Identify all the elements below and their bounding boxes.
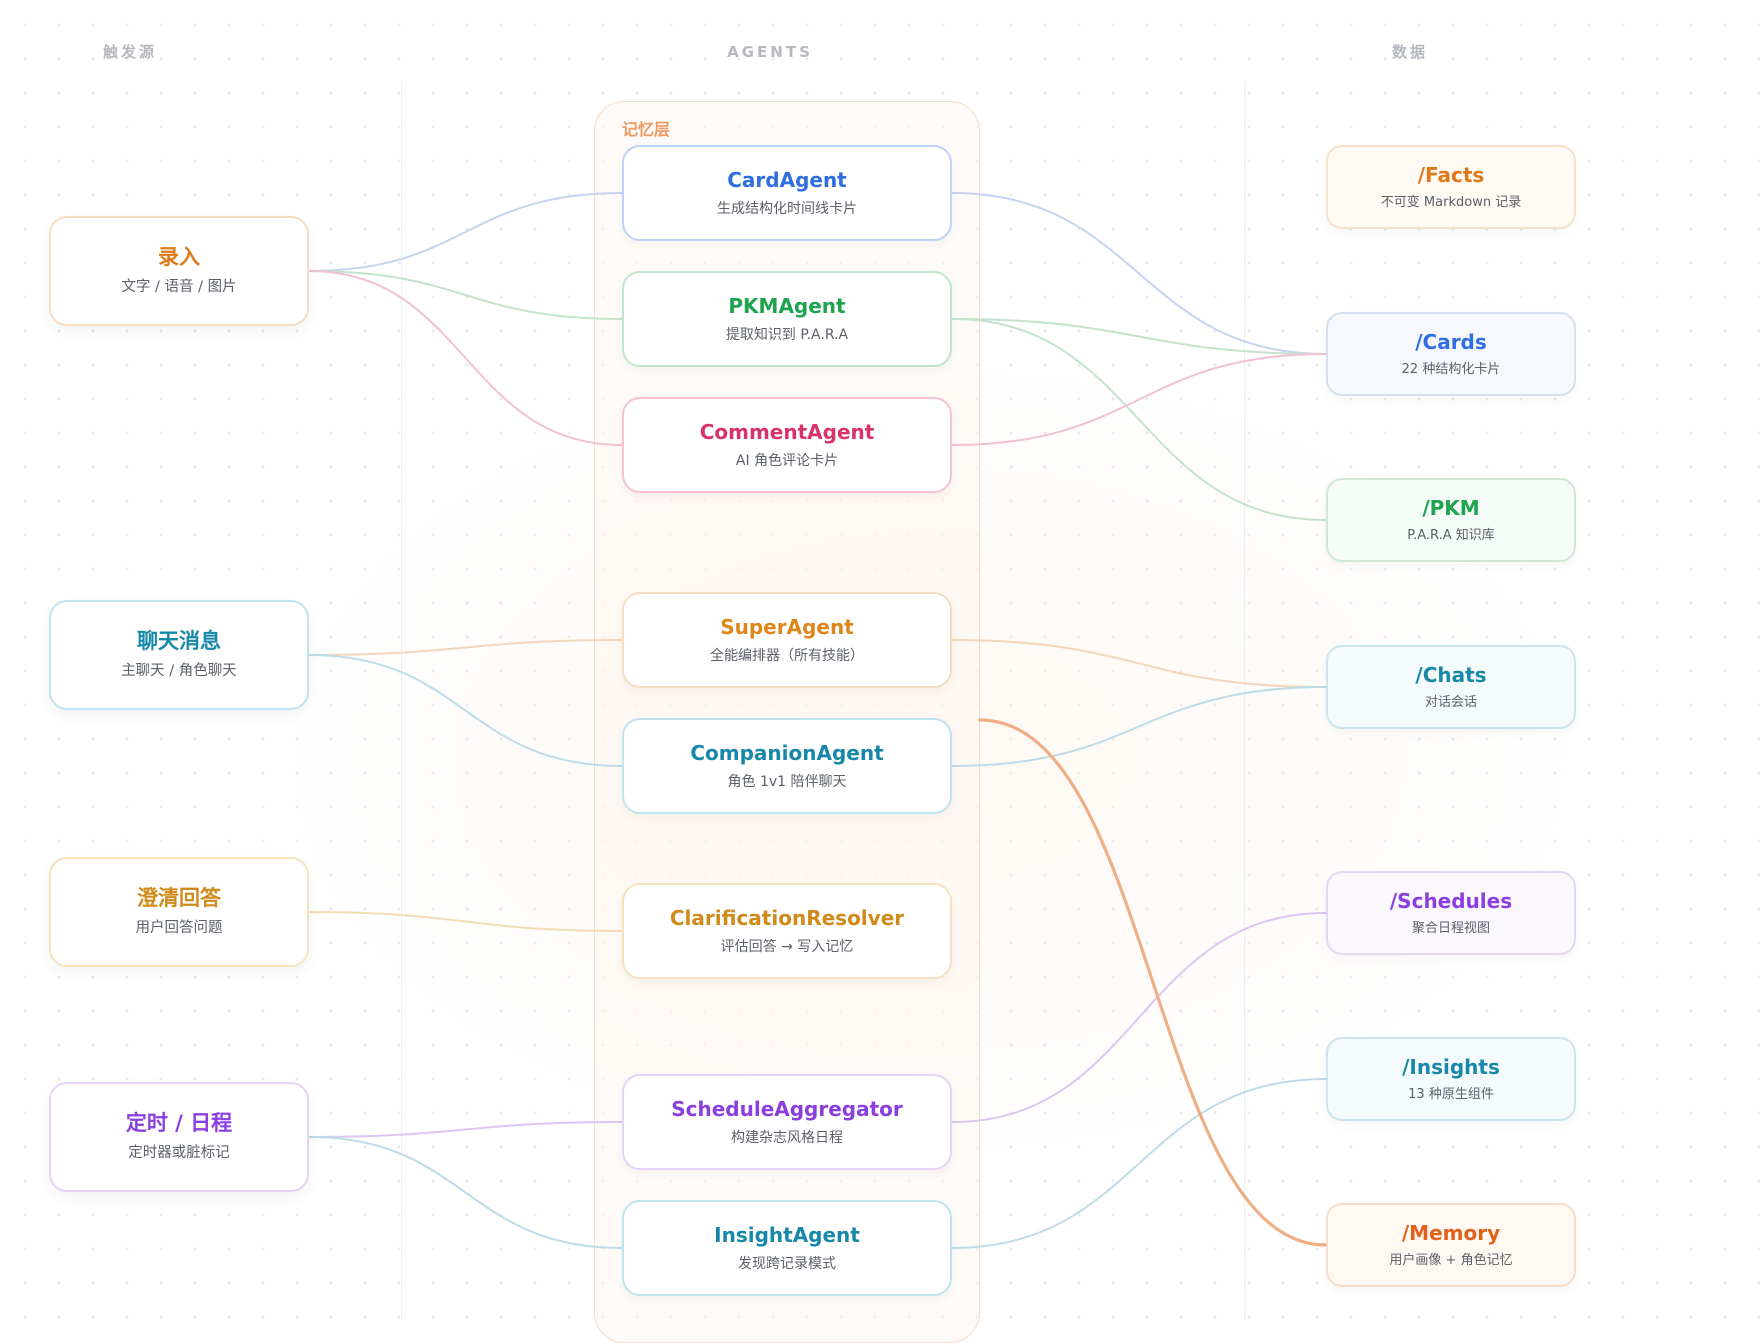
source-subtitle: 文字 / 语音 / 图片 xyxy=(121,279,237,296)
store-node-insights[interactable]: /Insights 13 种原生组件 xyxy=(1326,1037,1576,1121)
store-title: /Schedules xyxy=(1389,889,1513,914)
agent-subtitle: 发现跨记录模式 xyxy=(738,1256,836,1273)
link-insight-to-insights xyxy=(951,1078,1327,1249)
column-title-agents: AGENTS xyxy=(727,43,813,61)
agent-title: ScheduleAggregator xyxy=(671,1097,903,1122)
link-super-to-chats xyxy=(951,639,1327,688)
link-pkm-to-pkmstore xyxy=(951,318,1327,521)
source-title: 定时 / 日程 xyxy=(125,1111,233,1136)
store-node-facts[interactable]: /Facts 不可变 Markdown 记录 xyxy=(1326,145,1576,229)
agent-title: SuperAgent xyxy=(720,615,854,640)
link-companion-to-chats xyxy=(951,686,1327,767)
link-card-to-cards xyxy=(951,192,1327,355)
source-node-schedule[interactable]: 定时 / 日程定时器或脏标记 xyxy=(49,1082,309,1192)
agent-node-scheduler[interactable]: ScheduleAggregator 构建杂志风格日程 xyxy=(622,1074,952,1170)
store-node-chats[interactable]: /Chats 对话会话 xyxy=(1326,645,1576,729)
agent-node-super[interactable]: SuperAgent 全能编排器（所有技能） xyxy=(622,592,952,688)
store-title: /PKM xyxy=(1422,496,1480,521)
store-subtitle: P.A.R.A 知识库 xyxy=(1407,528,1495,544)
link-schedule-to-insight xyxy=(308,1136,623,1249)
agent-title: ClarificationResolver xyxy=(669,906,905,931)
agent-title: PKMAgent xyxy=(728,294,846,319)
store-subtitle: 13 种原生组件 xyxy=(1408,1087,1494,1103)
store-subtitle: 不可变 Markdown 记录 xyxy=(1380,195,1522,211)
store-title: /Cards xyxy=(1415,330,1487,355)
column-title-sources: 触发源 xyxy=(102,43,157,61)
agent-subtitle: AI 角色评论卡片 xyxy=(735,453,839,470)
link-chat-to-super xyxy=(308,639,623,656)
store-node-pkmstore[interactable]: /PKM P.A.R.A 知识库 xyxy=(1326,478,1576,562)
link-clarify-to-clarifier xyxy=(308,911,623,932)
link-memory_layer-to-memory xyxy=(978,718,1328,1247)
agent-subtitle: 角色 1v1 陪伴聊天 xyxy=(727,774,847,791)
store-title: /Chats xyxy=(1415,663,1487,688)
source-subtitle: 定时器或脏标记 xyxy=(128,1145,230,1162)
source-subtitle: 用户回答问题 xyxy=(135,920,223,937)
store-title: /Insights xyxy=(1402,1055,1500,1080)
link-input-to-pkm xyxy=(308,270,623,320)
store-title: /Memory xyxy=(1401,1221,1501,1246)
agent-subtitle: 构建杂志风格日程 xyxy=(731,1130,843,1147)
store-node-memory[interactable]: /Memory 用户画像 + 角色记忆 xyxy=(1326,1203,1576,1287)
column-divider-left xyxy=(401,80,402,1320)
link-comment-to-cards xyxy=(951,353,1327,446)
source-title: 聊天消息 xyxy=(137,629,221,654)
memory-layer-label: 记忆层 xyxy=(622,120,671,139)
link-pkm-to-cards xyxy=(951,318,1327,355)
store-subtitle: 聚合日程视图 xyxy=(1411,921,1490,937)
source-title: 录入 xyxy=(158,245,200,270)
agent-subtitle: 评估回答 → 写入记忆 xyxy=(720,939,854,956)
link-input-to-card xyxy=(308,192,623,272)
agent-node-clarifier[interactable]: ClarificationResolver 评估回答 → 写入记忆 xyxy=(622,883,952,979)
link-schedule-to-scheduler xyxy=(308,1121,623,1138)
agent-title: CardAgent xyxy=(727,168,847,193)
agent-node-pkm[interactable]: PKMAgent 提取知识到 P.A.R.A xyxy=(622,271,952,367)
link-scheduler-to-schedules xyxy=(951,912,1327,1123)
agent-node-companion[interactable]: CompanionAgent 角色 1v1 陪伴聊天 xyxy=(622,718,952,814)
store-subtitle: 用户画像 + 角色记忆 xyxy=(1389,1253,1513,1269)
source-node-chat[interactable]: 聊天消息主聊天 / 角色聊天 xyxy=(49,600,309,710)
link-input-to-comment xyxy=(308,270,623,446)
agent-subtitle: 提取知识到 P.A.R.A xyxy=(725,327,849,344)
source-subtitle: 主聊天 / 角色聊天 xyxy=(121,663,237,680)
source-title: 澄清回答 xyxy=(137,886,221,911)
agent-node-insight[interactable]: InsightAgent 发现跨记录模式 xyxy=(622,1200,952,1296)
link-chat-to-companion xyxy=(308,654,623,767)
agent-node-card[interactable]: CardAgent 生成结构化时间线卡片 xyxy=(622,145,952,241)
column-title-data: 数据 xyxy=(1391,43,1428,61)
agent-subtitle: 生成结构化时间线卡片 xyxy=(717,201,857,218)
source-node-input[interactable]: 录入文字 / 语音 / 图片 xyxy=(49,216,309,326)
agent-subtitle: 全能编排器（所有技能） xyxy=(710,648,864,665)
store-subtitle: 对话会话 xyxy=(1424,695,1477,711)
store-title: /Facts xyxy=(1417,163,1485,188)
source-node-clarify[interactable]: 澄清回答用户回答问题 xyxy=(49,857,309,967)
agent-title: InsightAgent xyxy=(714,1223,860,1248)
agent-node-comment[interactable]: CommentAgent AI 角色评论卡片 xyxy=(622,397,952,493)
store-node-schedules[interactable]: /Schedules 聚合日程视图 xyxy=(1326,871,1576,955)
store-subtitle: 22 种结构化卡片 xyxy=(1401,362,1501,378)
agent-title: CompanionAgent xyxy=(690,741,884,766)
agent-title: CommentAgent xyxy=(699,420,875,445)
store-node-cards[interactable]: /Cards 22 种结构化卡片 xyxy=(1326,312,1576,396)
column-divider-right xyxy=(1244,80,1245,1320)
